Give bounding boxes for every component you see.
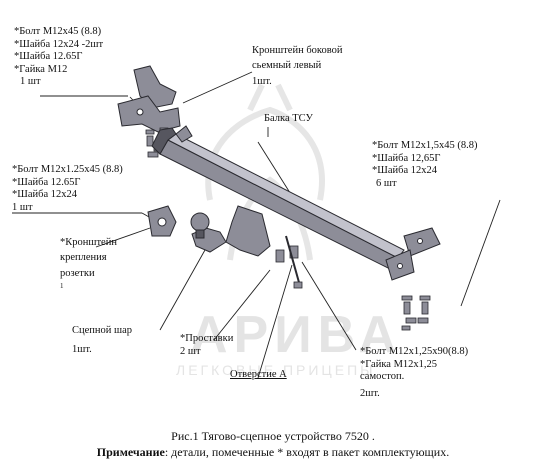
callout-line: крепления [60, 251, 107, 263]
spacers [275, 235, 303, 289]
callout-line: *Гайка М12х1,25 [360, 358, 438, 370]
callout-line: 1шт. [252, 76, 272, 88]
callout-line: *Болт М12х1,25х90(8.8) [360, 346, 469, 357]
callout-line: *Проставки [180, 333, 234, 344]
callout-line: *Болт М12х1.25х45 (8.8) [12, 164, 123, 175]
right-bracket [385, 227, 441, 281]
side-bracket [117, 65, 181, 133]
callout-right: *Болт М12х1,5х45 (8.8) *Шайба 12,65Г *Ша… [372, 140, 478, 190]
callout-line: *Гайка М12 [14, 63, 68, 75]
callout-bottom-right: *Болт М12х1,25х90(8.8) *Гайка М12х1,25 с… [360, 346, 468, 400]
figure-caption: Рис.1 Тягово-сцепное устройство 7520 . [171, 429, 375, 443]
callout-top-left: *Болт М12х45 (8.8) *Шайба 12х24 -2шт *Ша… [14, 26, 103, 89]
callout-line: *Болт М12х1,5х45 (8.8) [372, 140, 478, 151]
note-label: Примечание [96, 445, 165, 459]
callout-line: *Шайба 12.65Г [12, 176, 81, 188]
callout-socket-bracket: *Кронштейн крепления розетки 1 [60, 236, 117, 290]
callout-spacer: *Проставки 2 шт [180, 333, 233, 358]
callout-left-mid: *Болт М12х1.25х45 (8.8) *Шайба 12.65Г *Ш… [12, 164, 123, 214]
callout-line: *Шайба 12х24 [12, 189, 77, 201]
callout-line: 1 шт [12, 201, 33, 213]
callout-line: *Кронштейн [60, 237, 117, 248]
callout-line: *Шайба 12,65Г [372, 152, 441, 164]
note-text: : детали, помеченные * входят в пакет ко… [164, 445, 450, 459]
callout-line: Кронштейн боковой [252, 45, 343, 56]
callout-line: 2 шт [180, 345, 201, 357]
towbar-beam [151, 125, 405, 271]
callout-side-bracket: Кронштейн боковой сьемный левый 1шт. [252, 45, 343, 89]
callout-line: сьемный левый [252, 59, 322, 71]
note-line: Примечание: детали, помеченные * входят … [0, 445, 546, 460]
callout-line: 1 шт [20, 76, 41, 88]
callout-ball: Сцепной шар 1шт. [72, 321, 132, 359]
callout-line: 1шт. [72, 344, 92, 355]
callout-line: самостоп. [360, 371, 405, 383]
callout-line: *Шайба 12х24 [372, 165, 437, 177]
callout-line: 2шт. [360, 387, 380, 399]
hitch-ball-mount [190, 205, 271, 257]
callout-line: 6 шт [376, 177, 397, 189]
callout-line: 1 [60, 281, 64, 290]
callout-line: *Шайба 12.65Г [14, 51, 83, 63]
callout-line: Сцепной шар [72, 325, 133, 336]
callout-hole: Отверстие А [230, 369, 287, 380]
callout-beam: Балка ТСУ [264, 113, 313, 124]
socket-bracket [147, 205, 177, 237]
callout-line: *Болт М12х45 (8.8) [14, 26, 102, 37]
callout-line: розетки [60, 268, 95, 279]
bolt-group-right [401, 295, 431, 331]
callout-line: *Шайба 12х24 -2шт [14, 38, 104, 50]
